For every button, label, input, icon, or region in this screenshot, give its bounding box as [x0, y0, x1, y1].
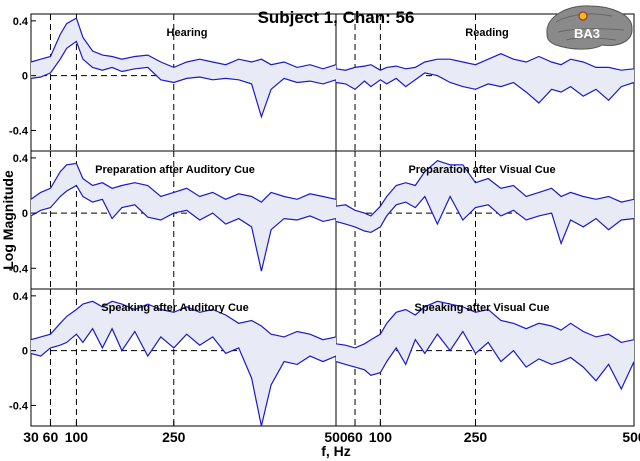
panel-title: Reading	[465, 27, 508, 39]
y-tick-label: -0.4	[9, 263, 29, 275]
x-axis-label: f, Hz	[321, 443, 351, 459]
upper-series-line	[335, 300, 635, 349]
x-tick-label: 60	[43, 429, 59, 445]
panel-1: Reading	[335, 14, 635, 151]
electrode-marker	[578, 11, 588, 21]
y-tick-label: 0	[22, 71, 28, 83]
panel-title: Preparation after Auditory Cue	[95, 164, 255, 176]
upper-series-line	[30, 17, 337, 70]
y-tick-label: 0	[22, 208, 28, 220]
panel-4: Speaking after Auditory Cue -0.4 0 0.4	[9, 289, 337, 427]
x-tick-label: 250	[464, 429, 488, 445]
upper-series-line	[335, 160, 635, 217]
x-tick-label: 250	[162, 429, 186, 445]
panel-title: Speaking after Auditory Cue	[101, 302, 249, 314]
y-tick-label: -0.4	[9, 125, 29, 137]
upper-series-line	[335, 53, 635, 71]
lower-series-line	[335, 195, 635, 246]
confidence-band	[31, 18, 336, 117]
confidence-band	[336, 160, 634, 244]
y-tick-label: 0	[22, 346, 28, 358]
brain-area-label: BA3	[574, 26, 600, 41]
panel-3: Preparation after Visual Cue	[335, 151, 635, 289]
figure-title: Subject 1, Chan: 56	[258, 8, 415, 27]
lower-series-line	[30, 327, 337, 427]
lower-series-line	[335, 330, 635, 391]
x-tick-label: 100	[65, 429, 89, 445]
lower-series-line	[30, 184, 337, 272]
panel-title: Preparation after Visual Cue	[408, 164, 555, 176]
confidence-band	[336, 53, 634, 103]
plot-frame	[30, 13, 635, 427]
x-tick-label: 500	[622, 429, 640, 445]
x-tick-label: 60	[347, 429, 363, 445]
y-tick-label: 0.4	[13, 16, 29, 28]
panel-5: Speaking after Visual Cue	[335, 289, 635, 426]
y-tick-label: 0.4	[13, 153, 29, 165]
panel-title: Hearing	[167, 27, 208, 39]
y-axis-label: Log Magnitude	[0, 170, 16, 270]
lower-series-line	[335, 72, 635, 104]
confidence-band	[31, 163, 336, 272]
upper-series-line	[30, 300, 337, 341]
y-tick-label: 0.4	[13, 291, 29, 303]
x-tick-label: 500	[324, 429, 348, 445]
x-tick-label: 30	[23, 429, 39, 445]
panel-2: Preparation after Auditory Cue -0.4 0 0.4	[9, 151, 337, 289]
confidence-band	[31, 301, 336, 426]
lower-series-line	[30, 40, 337, 119]
y-tick-label: -0.4	[9, 400, 29, 412]
x-tick-label: 100	[369, 429, 393, 445]
brain-inset: BA3	[546, 5, 633, 50]
panel-title: Speaking after Visual Cue	[415, 302, 550, 314]
upper-series-line	[30, 162, 337, 203]
panel-0: Hearing -0.4 0 0.4	[9, 14, 337, 151]
